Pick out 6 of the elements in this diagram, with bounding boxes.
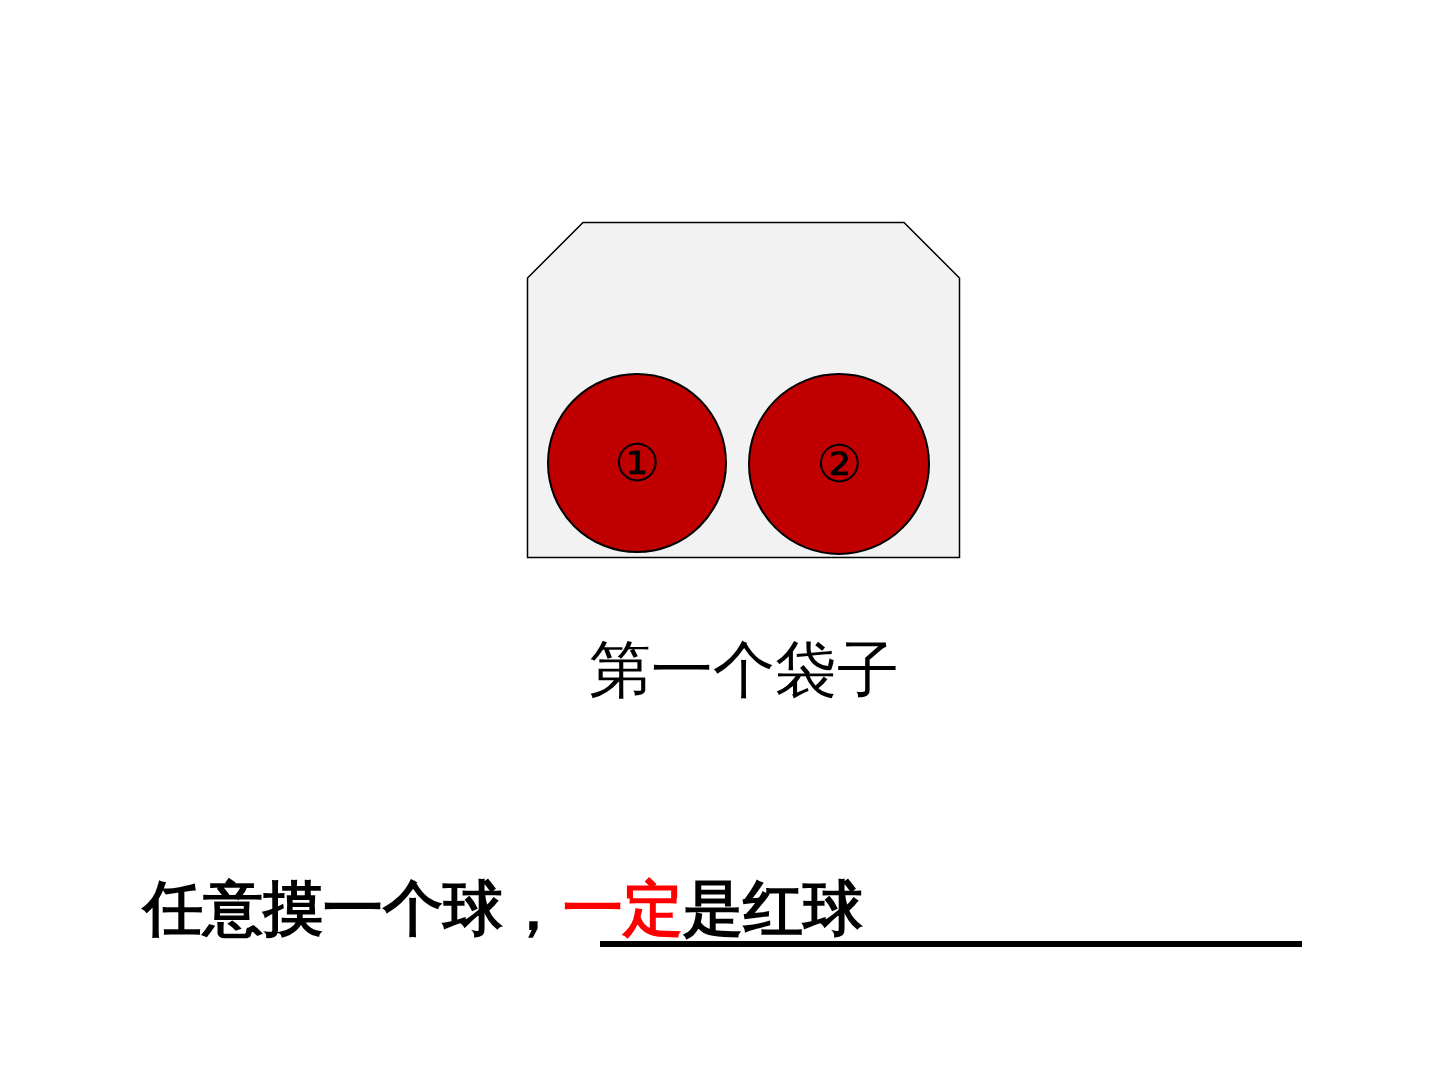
ball-circle [547, 373, 727, 553]
bag-caption: 第一个袋子 [587, 632, 900, 708]
ball-number: ① [612, 432, 662, 495]
statement-text: 任意摸一个球，一定是红球 [143, 872, 863, 945]
ball-number: ② [814, 433, 864, 496]
ball-circle [748, 373, 930, 555]
